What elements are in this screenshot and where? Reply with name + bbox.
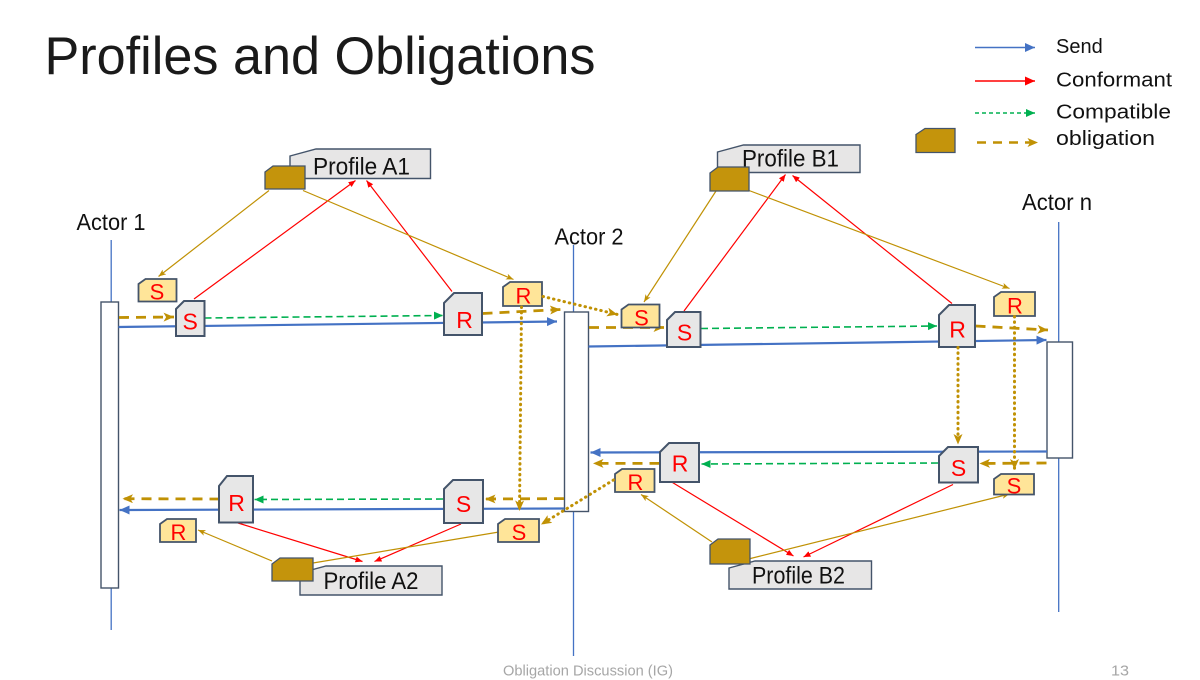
svg-text:R: R [516,284,532,309]
svg-text:Actor 1: Actor 1 [77,209,146,235]
svg-text:R: R [949,317,966,343]
svg-text:S: S [677,320,692,346]
svg-text:S: S [951,455,966,481]
svg-text:S: S [634,306,649,331]
svg-text:R: R [628,470,644,495]
svg-text:Obligation Discussion (IG): Obligation Discussion (IG) [503,663,673,680]
svg-text:Compatible: Compatible [1056,102,1171,124]
svg-text:Profile A2: Profile A2 [324,568,419,595]
svg-text:S: S [1007,474,1022,499]
svg-text:Profiles and Obligations: Profiles and Obligations [45,27,596,86]
svg-text:S: S [183,309,198,335]
svg-text:R: R [228,490,245,516]
svg-text:R: R [456,307,473,333]
svg-text:Profile B1: Profile B1 [742,146,839,173]
svg-text:S: S [512,520,527,545]
svg-text:R: R [171,520,187,545]
svg-text:Send: Send [1056,36,1103,58]
svg-text:obligation: obligation [1056,128,1155,150]
svg-text:R: R [1007,294,1023,319]
svg-text:Actor 2: Actor 2 [555,224,624,250]
svg-text:13: 13 [1111,663,1129,680]
svg-text:Actor n: Actor n [1022,189,1092,215]
svg-text:S: S [150,280,165,305]
svg-text:R: R [672,451,689,477]
svg-text:S: S [456,491,471,517]
svg-text:Profile A1: Profile A1 [313,154,410,181]
svg-text:Conformant: Conformant [1056,70,1172,92]
svg-text:Profile B2: Profile B2 [752,563,845,590]
